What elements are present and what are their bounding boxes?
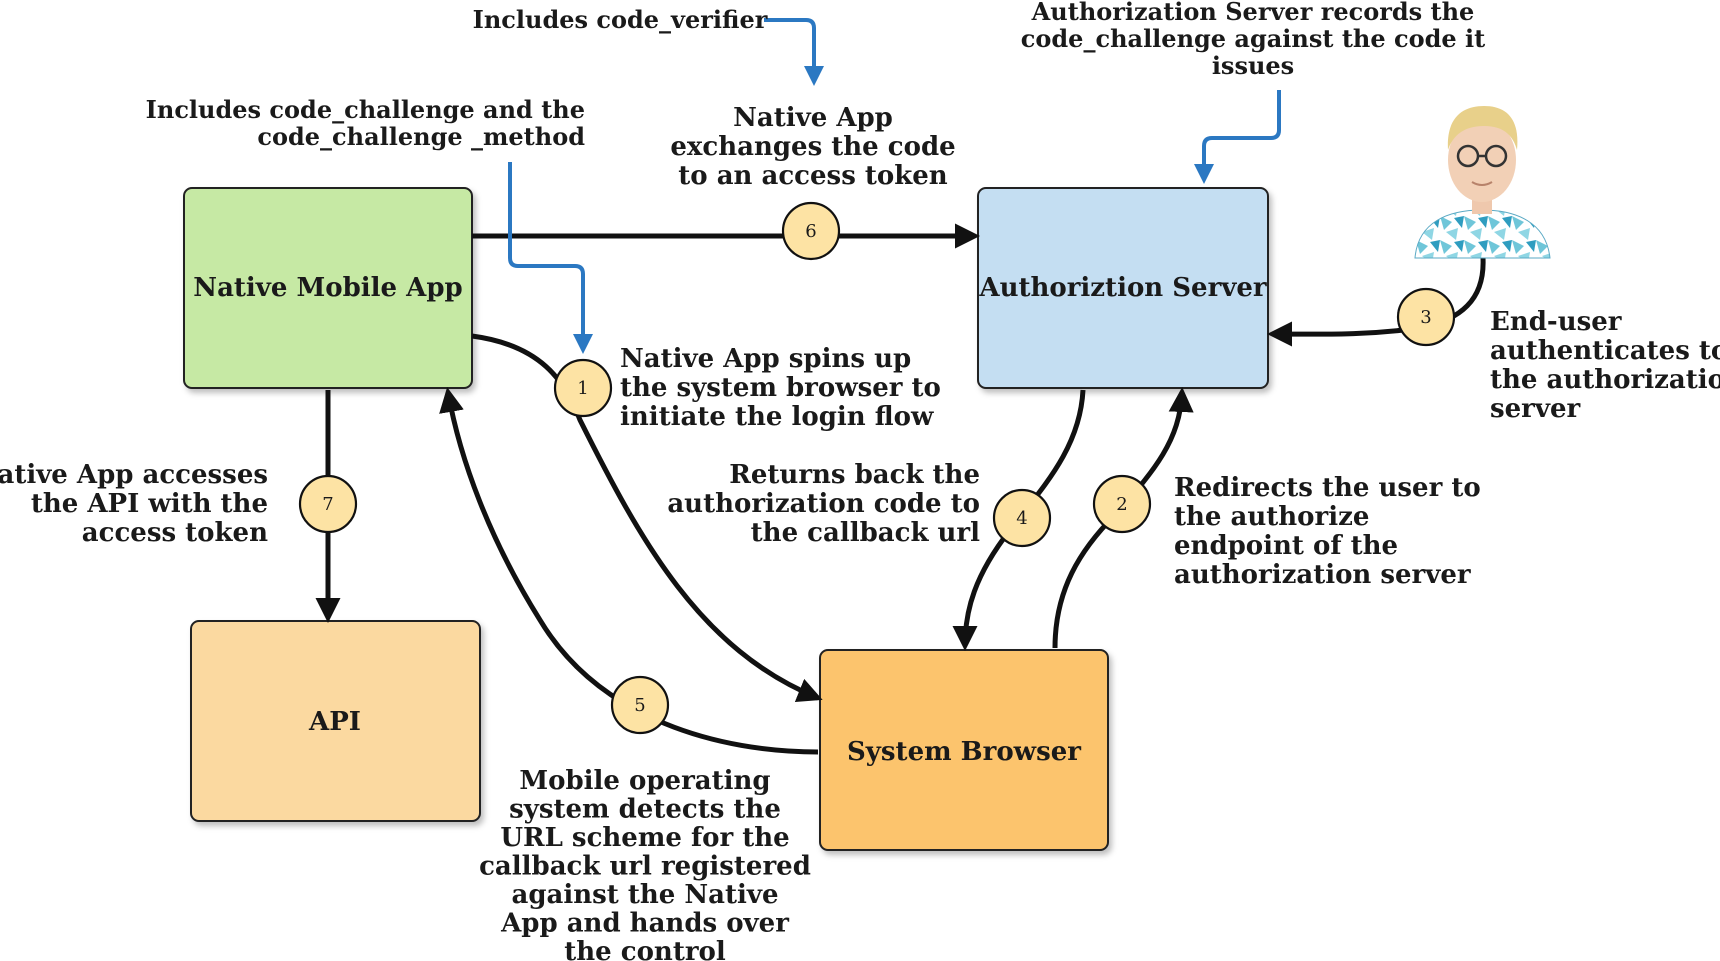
note-line: code_challenge against the code it xyxy=(1021,24,1485,53)
note-line: Includes code_challenge and the xyxy=(146,95,585,124)
note-line: issues xyxy=(1212,51,1294,80)
note-arrow-auth-records xyxy=(1194,90,1281,184)
note-line: endpoint of the xyxy=(1174,531,1398,561)
note-line: the authorization xyxy=(1490,365,1720,395)
note-line: Returns back the xyxy=(729,460,980,490)
note-arrow-code-verifier xyxy=(764,18,824,86)
note-line: system detects the xyxy=(509,795,781,825)
note-line: exchanges the code xyxy=(670,132,955,162)
step-circle-5: 5 xyxy=(610,675,670,735)
step-circle-3: 3 xyxy=(1396,287,1456,347)
note-line: server xyxy=(1490,394,1581,424)
step-circle-7: 7 xyxy=(298,474,358,534)
step-circle-2: 2 xyxy=(1092,474,1152,534)
note-line: to an access token xyxy=(678,161,947,191)
svg-text:6: 6 xyxy=(805,221,816,242)
note-line: the system browser to xyxy=(620,373,941,403)
note-line: the API with the xyxy=(31,489,268,519)
note-line: the authorize xyxy=(1174,502,1369,532)
note-line: Authorization Server records the xyxy=(1031,0,1475,26)
svg-text:4: 4 xyxy=(1016,508,1027,529)
note-line: authenticates to xyxy=(1490,336,1720,366)
api-label: API xyxy=(308,707,361,737)
note-line: against the Native xyxy=(511,880,778,910)
note-line: Redirects the user to xyxy=(1174,473,1481,503)
svg-text:2: 2 xyxy=(1116,494,1127,515)
svg-text:1: 1 xyxy=(577,378,588,399)
note-line: initiate the login flow xyxy=(620,402,934,432)
note-code-verifier: Includes code_verifier xyxy=(473,5,768,34)
svg-text:3: 3 xyxy=(1420,307,1431,328)
authorization-server-box: Authoriztion Server xyxy=(977,187,1269,389)
user-avatar-icon xyxy=(1414,106,1551,259)
note-arrow-code-challenge xyxy=(508,162,593,354)
arrow-step-5 xyxy=(439,387,819,755)
system-browser-box: System Browser xyxy=(819,649,1109,851)
note-line: authorization server xyxy=(1174,560,1471,590)
authorization-server-label: Authoriztion Server xyxy=(978,273,1267,303)
note-line: code_challenge _method xyxy=(257,122,585,151)
note-line: Mobile operating xyxy=(519,766,770,796)
note-line: URL scheme for the xyxy=(500,823,789,853)
note-line: access token xyxy=(82,518,268,548)
api-box: API xyxy=(190,620,481,822)
native-mobile-app-label: Native Mobile App xyxy=(193,273,462,303)
note-line: the control xyxy=(564,937,726,961)
note-line: callback url registered xyxy=(479,852,811,882)
step-circle-4: 4 xyxy=(992,488,1052,548)
svg-text:5: 5 xyxy=(634,695,645,716)
step-circle-1: 1 xyxy=(553,358,613,418)
arrow-step-1 xyxy=(471,333,823,703)
system-browser-label: System Browser xyxy=(847,737,1081,767)
svg-text:7: 7 xyxy=(322,494,333,515)
note-line: App and hands over xyxy=(500,909,789,939)
note-line: Native App spins up xyxy=(620,344,911,374)
step-circle-6: 6 xyxy=(781,201,841,261)
note-line: Includes code_verifier xyxy=(473,5,768,34)
native-mobile-app-box: Native Mobile App xyxy=(183,187,473,389)
note-line: the callback url xyxy=(751,518,980,548)
note-line: Native App xyxy=(733,103,893,133)
note-line: End-user xyxy=(1490,307,1622,337)
note-line: authorization code to xyxy=(667,489,980,519)
note-line: Native App accesses xyxy=(0,460,268,490)
